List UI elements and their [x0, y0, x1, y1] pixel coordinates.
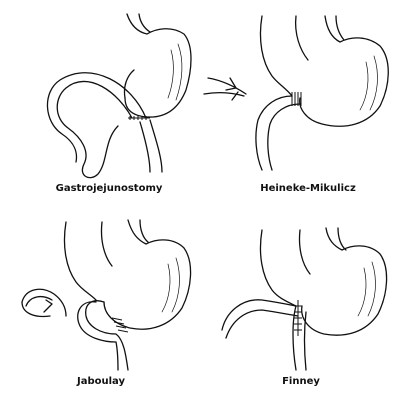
incision-arrows-icon	[203, 77, 247, 101]
stomach-drawing	[123, 13, 192, 118]
panel-label: Gastrojejunostomy	[56, 183, 163, 194]
panel-heineke-mikulicz: Heineke-Mikulicz	[203, 15, 389, 194]
stomach-drawing	[299, 15, 389, 127]
panel-label: Finney	[282, 376, 320, 387]
stomach-drawing	[301, 227, 388, 336]
panel-gastrojejunostomy: Gastrojejunostomy	[46, 13, 192, 194]
panel-label: Jaboulay	[76, 376, 125, 387]
stomach-drawing	[103, 219, 192, 330]
pylorus-incision-drawing	[21, 288, 67, 318]
duodenum-drawing	[221, 229, 311, 371]
panel-finney: Finney	[221, 227, 388, 387]
panel-label: Heineke-Mikulicz	[260, 183, 356, 194]
duodenum-drawing	[255, 15, 309, 171]
duodenum-drawing	[63, 221, 129, 371]
panel-jaboulay: Jaboulay	[21, 219, 192, 387]
jejunal-loop-drawing	[46, 72, 163, 179]
